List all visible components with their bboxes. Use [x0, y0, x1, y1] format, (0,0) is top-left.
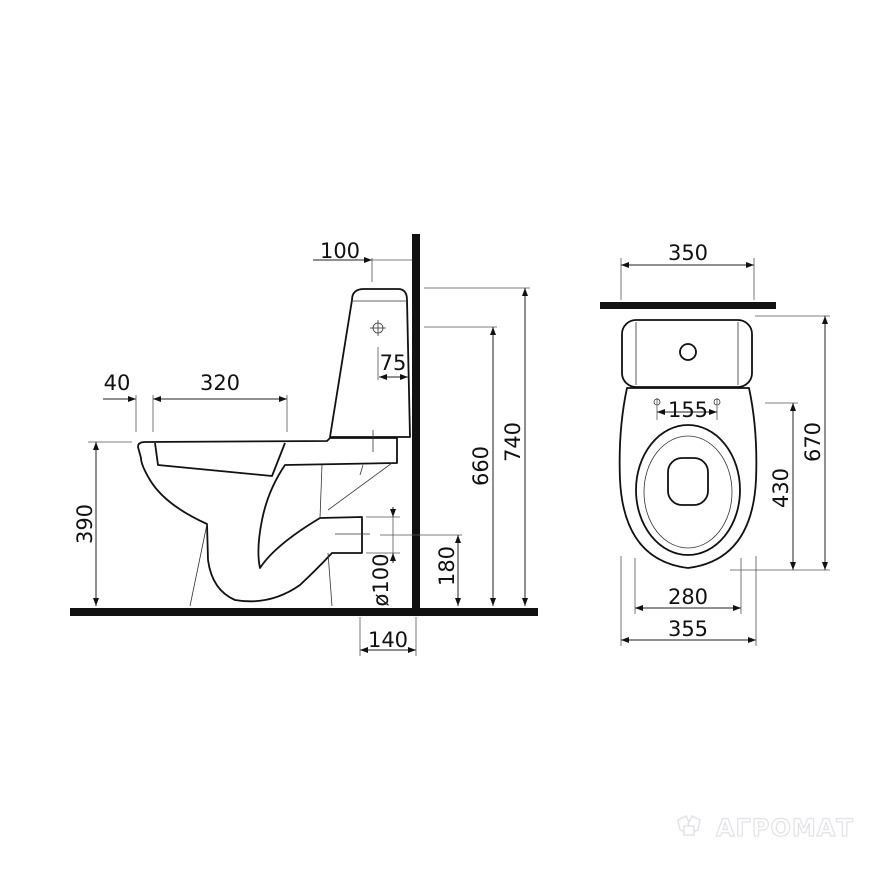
flush-button-icon [679, 343, 697, 361]
dim-390: 390 [73, 504, 97, 544]
watermark-text: АГРОМАТ [716, 814, 854, 842]
cistern-tank [329, 288, 411, 438]
floor-line [70, 608, 538, 616]
dim-660: 660 [469, 446, 493, 486]
dim-670: 670 [801, 422, 825, 462]
side-view: 100 40 320 75 390 660 740 180 ø100 140 [70, 234, 538, 656]
toilet-bowl [137, 437, 398, 603]
dim-355: 355 [668, 617, 708, 641]
dim-100-side: 100 [320, 239, 360, 263]
dim-350: 350 [668, 241, 708, 265]
dim-75: 75 [380, 351, 407, 375]
top-view: 155 350 430 670 280 355 [600, 241, 830, 646]
wall-line [412, 234, 420, 614]
dim-430: 430 [769, 468, 793, 508]
watermark-logo: АГРОМАТ [677, 813, 854, 843]
dim-155: 155 [668, 398, 708, 422]
dim-40: 40 [104, 371, 131, 395]
wall-line-top [600, 302, 776, 309]
dim-320: 320 [200, 371, 240, 395]
dim-140: 140 [368, 628, 408, 652]
dim-180: 180 [435, 546, 459, 586]
water-inlet-icon [370, 320, 386, 336]
dim-outlet-diameter: ø100 [369, 554, 393, 607]
bowl-opening [667, 457, 709, 506]
dim-740: 740 [501, 422, 525, 462]
logo-icon [677, 814, 701, 836]
dim-280: 280 [668, 585, 708, 609]
